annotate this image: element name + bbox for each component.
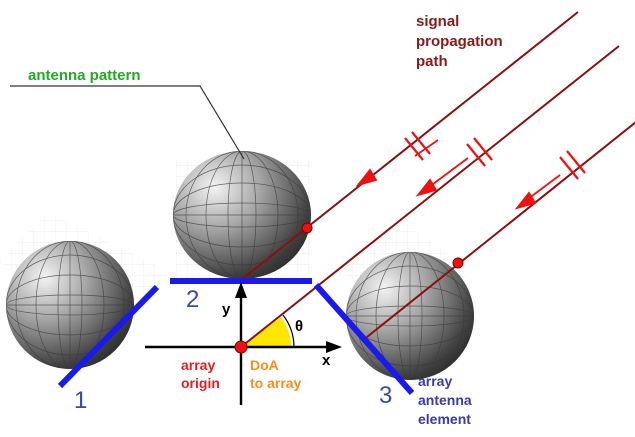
arrow-head-1 <box>355 168 378 187</box>
signal-path-1 <box>240 11 579 281</box>
tick-pair-3a <box>559 156 579 180</box>
array-element-3 <box>313 283 415 395</box>
signal-label-line3: path <box>416 53 448 70</box>
tick-pair-1a <box>404 137 424 161</box>
sphere-2-intersection-point <box>301 222 313 234</box>
x-axis-label: x <box>322 352 331 369</box>
element-number-2: 2 <box>186 286 199 313</box>
array-element-1 <box>57 284 160 389</box>
y-axis-label: y <box>222 301 231 318</box>
tick-pair-1b <box>411 131 431 155</box>
theta-label: θ <box>295 318 303 335</box>
doa-angle-wedge <box>241 317 291 347</box>
tick-pair-2a <box>466 143 486 167</box>
antenna-pattern-sphere-1 <box>6 241 134 369</box>
x-axis-arrowhead <box>326 341 342 353</box>
theta-arc <box>282 314 295 348</box>
tick-pair-2b <box>473 137 493 161</box>
y-axis-arrowhead <box>235 282 247 298</box>
doa-label-line2: to array <box>250 375 302 391</box>
tick-pair-3b <box>566 150 586 174</box>
sphere-3-intersection-point <box>452 257 464 269</box>
array-origin-point <box>234 340 248 354</box>
elem3-label-line1: array <box>418 373 452 389</box>
antenna-pattern-sphere-2 <box>173 151 311 279</box>
signal-label-line1: signal <box>416 13 459 30</box>
signal-propagation-paths <box>240 11 635 348</box>
antenna-pattern-leader-line <box>10 85 245 160</box>
signal-double-ticks <box>404 131 586 180</box>
elem3-label-line3: element <box>418 411 471 427</box>
signal-path-2 <box>240 45 620 348</box>
arrow-head-3 <box>514 191 537 210</box>
elem3-label-line2: antenna <box>418 392 472 408</box>
antenna-pattern-label: antenna pattern <box>28 67 141 84</box>
antenna-pattern-sphere-3 <box>346 252 474 380</box>
array-elements <box>57 278 415 395</box>
element-number-3: 3 <box>379 382 392 409</box>
arrow-head-2 <box>415 178 438 197</box>
origin-label-line1: array <box>181 357 215 373</box>
signal-label-line2: propagation <box>416 33 503 50</box>
signal-arrows <box>355 139 561 210</box>
element-number-1: 1 <box>74 387 87 414</box>
origin-label-line2: origin <box>181 375 220 391</box>
doa-label-line1: DoA <box>250 357 279 373</box>
signal-path-3 <box>361 121 635 342</box>
